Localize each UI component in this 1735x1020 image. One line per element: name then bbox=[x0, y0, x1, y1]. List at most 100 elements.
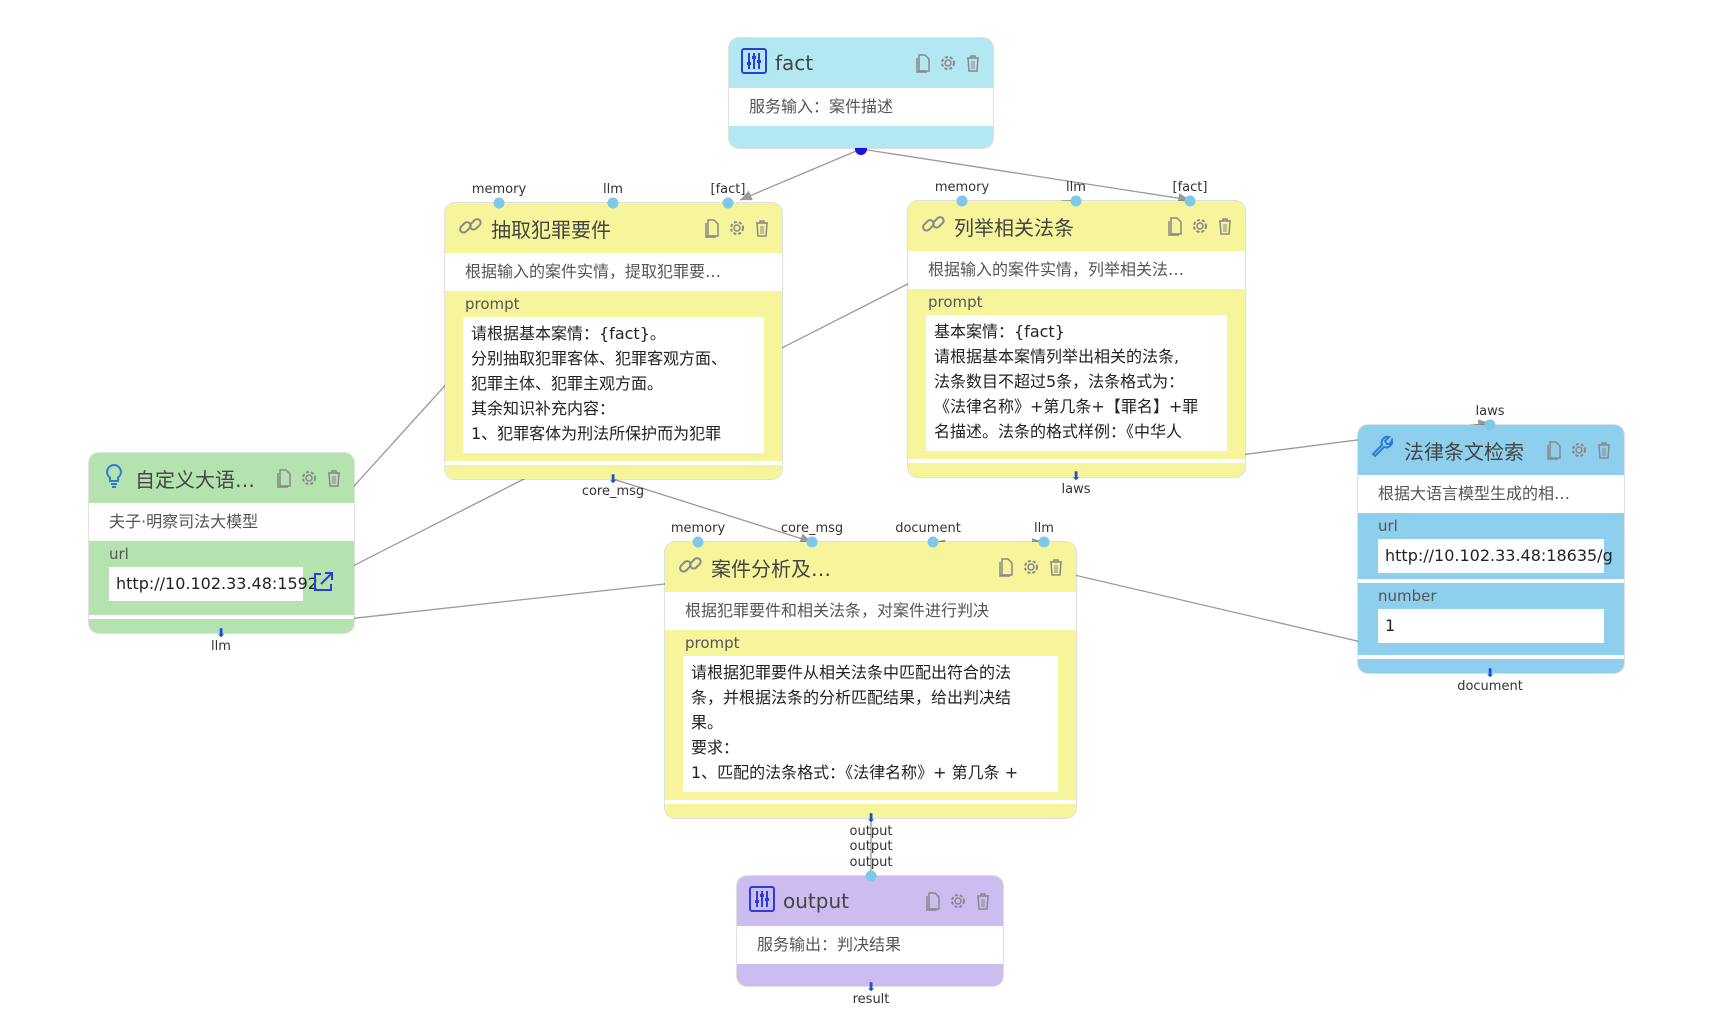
port-label-llm-out: llm bbox=[211, 639, 231, 654]
port-label-output: output bbox=[849, 839, 893, 854]
port-fact[interactable] bbox=[1184, 195, 1196, 207]
url-label: url bbox=[109, 545, 129, 563]
prompt-line: 请根据基本案情：{fact}。 bbox=[471, 324, 666, 343]
gear-icon[interactable] bbox=[1569, 440, 1589, 460]
port-output-out[interactable]: ⬇ bbox=[865, 811, 877, 825]
url-input[interactable]: http://10.102.33.48:1592 bbox=[109, 567, 318, 601]
copy-icon[interactable] bbox=[996, 557, 1016, 577]
node-extract[interactable]: 抽取犯罪要件 根据输入的案件实情，提取犯罪要… prompt 请根据基本案情：{… bbox=[445, 203, 782, 479]
node-footer bbox=[908, 459, 1245, 477]
port-core-msg-out[interactable]: ⬇ bbox=[607, 472, 619, 486]
node-case-analysis-desc: 根据犯罪要件和相关法条，对案件进行判决 bbox=[665, 592, 1076, 630]
port-label-llm: llm bbox=[1066, 180, 1086, 195]
port-output-in[interactable] bbox=[865, 870, 877, 882]
prompt-line: 要求： bbox=[691, 738, 740, 757]
external-link-icon[interactable] bbox=[311, 570, 335, 598]
port-label-core-msg: core_msg bbox=[780, 521, 844, 536]
port-laws-in[interactable] bbox=[1484, 419, 1496, 431]
link-icon bbox=[457, 213, 483, 243]
node-extract-title: 抽取犯罪要件 bbox=[491, 217, 611, 242]
port-memory[interactable] bbox=[493, 197, 505, 209]
number-label: number bbox=[1378, 587, 1437, 605]
port-memory[interactable] bbox=[956, 195, 968, 207]
port-core-msg[interactable] bbox=[806, 536, 818, 548]
port-label-llm: llm bbox=[603, 182, 623, 197]
port-label-output: output bbox=[849, 855, 893, 870]
url-input[interactable]: http://10.102.33.48:18635/g bbox=[1378, 539, 1613, 573]
port-memory[interactable] bbox=[692, 536, 704, 548]
node-laws-list-header[interactable]: 列举相关法条 bbox=[908, 201, 1245, 251]
port-label-output: output bbox=[849, 824, 893, 839]
node-law-search-header[interactable]: 法律条文检索 bbox=[1358, 425, 1624, 475]
trash-icon[interactable] bbox=[973, 891, 993, 911]
trash-icon[interactable] bbox=[963, 53, 983, 73]
gear-icon[interactable] bbox=[1021, 557, 1041, 577]
gear-icon[interactable] bbox=[948, 891, 968, 911]
node-fact-header[interactable]: fact bbox=[729, 38, 993, 88]
prompt-line: 1、匹配的法条格式：《法律名称》+ 第几条 + bbox=[691, 763, 1019, 782]
copy-icon[interactable] bbox=[1544, 440, 1564, 460]
port-label-document: document bbox=[895, 521, 961, 536]
copy-icon[interactable] bbox=[274, 468, 294, 488]
port-label-fact: [fact] bbox=[1172, 180, 1208, 195]
prompt-textarea[interactable]: 请根据犯罪要件从相关法条中匹配出符合的法 条，并根据法条的分析匹配结果，给出判决… bbox=[683, 656, 1058, 792]
node-llm[interactable]: 自定义大语… 夫子·明察司法大模型 url http://10.102.33.4… bbox=[89, 453, 354, 633]
prompt-line: 法条数目不超过5条，法条格式为： bbox=[934, 372, 1185, 391]
node-llm-title: 自定义大语… bbox=[135, 467, 255, 492]
prompt-line: 名描述。法条的格式样例：《中华人 bbox=[934, 422, 1183, 441]
gear-icon[interactable] bbox=[1190, 216, 1210, 236]
prompt-textarea[interactable]: 请根据基本案情：{fact}。 分别抽取犯罪客体、犯罪客观方面、 犯罪主体、犯罪… bbox=[463, 317, 764, 453]
node-llm-desc: 夫子·明察司法大模型 bbox=[89, 503, 354, 541]
node-output[interactable]: output 服务输出：判决结果 bbox=[737, 876, 1003, 986]
trash-icon[interactable] bbox=[1594, 440, 1614, 460]
prompt-textarea[interactable]: 基本案情：{fact} 请根据基本案情列举出相关的法条, 法条数目不超过5条，法… bbox=[926, 315, 1227, 451]
node-footer bbox=[445, 461, 782, 479]
link-icon bbox=[677, 552, 703, 582]
wire-fact-to-extract bbox=[739, 148, 862, 201]
prompt-label: prompt bbox=[928, 293, 983, 311]
node-case-analysis[interactable]: 案件分析及… 根据犯罪要件和相关法条，对案件进行判决 prompt 请根据犯罪要… bbox=[665, 542, 1076, 818]
trash-icon[interactable] bbox=[324, 468, 344, 488]
node-law-search-desc: 根据大语言模型生成的相… bbox=[1358, 475, 1624, 513]
node-output-header[interactable]: output bbox=[737, 876, 1003, 926]
copy-icon[interactable] bbox=[1165, 216, 1185, 236]
node-law-search[interactable]: 法律条文检索 根据大语言模型生成的相… url http://10.102.33… bbox=[1358, 425, 1624, 673]
wrench-icon bbox=[1370, 435, 1396, 465]
prompt-label: prompt bbox=[465, 295, 520, 313]
prompt-line: 1、犯罪客体为刑法所保护而为犯罪 bbox=[471, 424, 722, 443]
port-label-core-msg: core_msg bbox=[581, 484, 645, 499]
port-laws-out[interactable]: ⬇ bbox=[1070, 469, 1082, 483]
copy-icon[interactable] bbox=[923, 891, 943, 911]
trash-icon[interactable] bbox=[752, 218, 772, 238]
number-input[interactable]: 1 bbox=[1378, 609, 1604, 643]
node-case-analysis-header[interactable]: 案件分析及… bbox=[665, 542, 1076, 592]
port-document-out[interactable]: ⬇ bbox=[1484, 666, 1496, 680]
gear-icon[interactable] bbox=[299, 468, 319, 488]
node-extract-desc: 根据输入的案件实情，提取犯罪要… bbox=[445, 253, 782, 291]
copy-icon[interactable] bbox=[913, 53, 933, 73]
trash-icon[interactable] bbox=[1215, 216, 1235, 236]
port-llm-out[interactable]: ⬇ bbox=[215, 626, 227, 640]
node-fact[interactable]: fact 服务输入：案件描述 bbox=[729, 38, 993, 148]
gear-icon[interactable] bbox=[727, 218, 747, 238]
gear-icon[interactable] bbox=[938, 53, 958, 73]
port-result-out[interactable]: ⬇ bbox=[865, 980, 877, 994]
wire-fact-to-laws bbox=[860, 148, 1191, 204]
node-laws-list[interactable]: 列举相关法条 根据输入的案件实情，列举相关法… prompt 基本案情：{fac… bbox=[908, 201, 1245, 477]
trash-icon[interactable] bbox=[1046, 557, 1066, 577]
port-llm[interactable] bbox=[1070, 195, 1082, 207]
node-llm-header[interactable]: 自定义大语… bbox=[89, 453, 354, 503]
prompt-line: 基本案情：{fact} bbox=[934, 322, 1065, 341]
sliders-icon bbox=[749, 886, 775, 916]
port-label-memory: memory bbox=[934, 180, 990, 195]
node-extract-header[interactable]: 抽取犯罪要件 bbox=[445, 203, 782, 253]
port-llm[interactable] bbox=[607, 197, 619, 209]
port-label-llm: llm bbox=[1034, 521, 1054, 536]
port-label-laws-in: laws bbox=[1475, 404, 1505, 419]
port-document[interactable] bbox=[927, 536, 939, 548]
copy-icon[interactable] bbox=[702, 218, 722, 238]
port-fact[interactable] bbox=[722, 197, 734, 209]
lightbulb-icon bbox=[101, 463, 127, 493]
port-llm[interactable] bbox=[1038, 536, 1050, 548]
prompt-line: 犯罪主体、犯罪主观方面。 bbox=[471, 374, 664, 393]
